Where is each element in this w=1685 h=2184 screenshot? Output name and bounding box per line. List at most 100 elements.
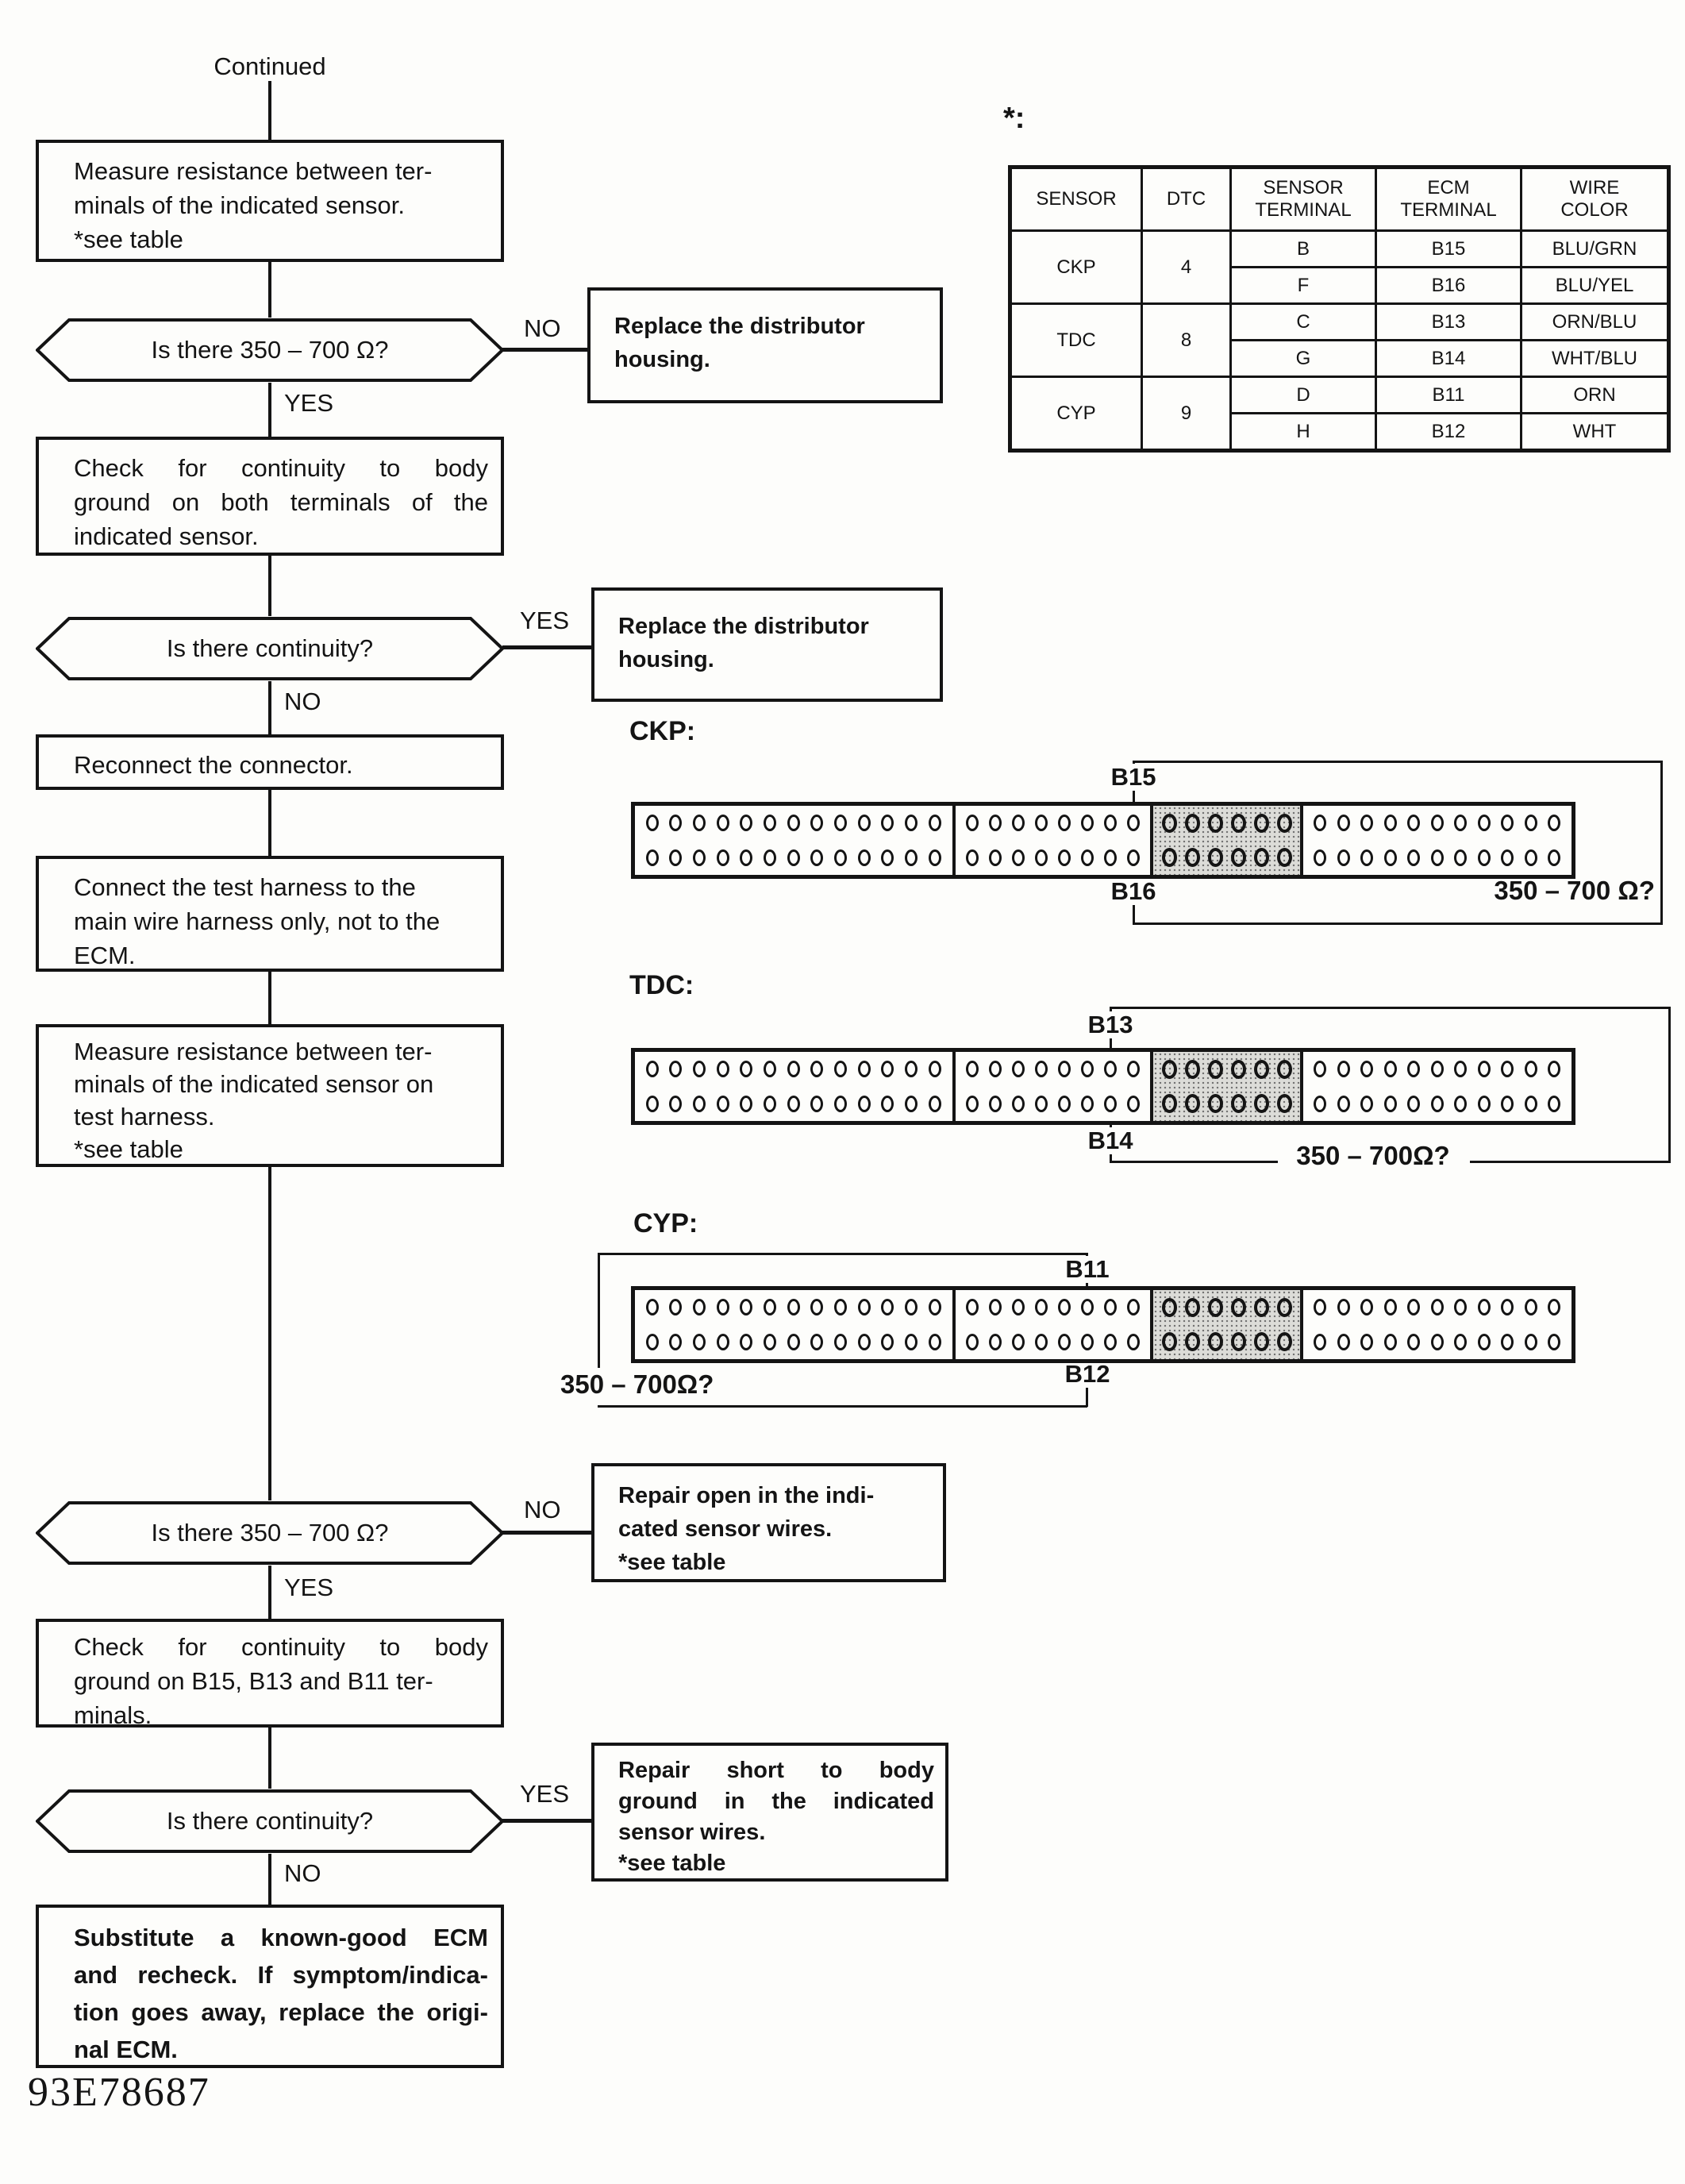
terminal-pin: [1184, 1297, 1200, 1317]
connector-title-tdc: TDC:: [629, 970, 694, 1000]
terminal-pin: [1430, 1333, 1444, 1350]
action-text-line: ground in the indicated: [618, 1789, 934, 1814]
terminal-pin: [645, 815, 659, 832]
terminal-pin: [1548, 1095, 1561, 1112]
cell-dtc: 4: [1141, 229, 1232, 305]
action-text-line: Replace the distributor: [614, 314, 865, 339]
terminal-pin: [1360, 815, 1374, 832]
ecm-connector-cyp: [631, 1286, 1575, 1363]
terminal-pin: [1383, 1299, 1397, 1316]
terminal-pin: [1360, 1061, 1374, 1078]
no-label-3: NO: [524, 1496, 561, 1523]
terminal-pin: [740, 1095, 753, 1112]
terminal-pin: [857, 1333, 871, 1350]
terminal-pin: [1360, 1299, 1374, 1316]
pin-row: [956, 1087, 1151, 1122]
terminal-pin: [787, 1095, 800, 1112]
action-repair-open: Repair open in the indi- cated sensor wi…: [591, 1463, 946, 1582]
terminal-pin: [1501, 849, 1514, 866]
terminal-pin: [1548, 1061, 1561, 1078]
terminal-pin: [1430, 815, 1444, 832]
terminal-pin: [1276, 1297, 1292, 1317]
terminal-pin: [1127, 1061, 1141, 1078]
terminal-pin: [1337, 1299, 1350, 1316]
flow-line: [268, 262, 271, 318]
ohm-question-cyp: 350 – 700Ω?: [560, 1369, 714, 1399]
pin-row: [635, 841, 952, 876]
terminal-pin: [1081, 1299, 1094, 1316]
cell-sensor: CYP: [1009, 376, 1143, 452]
action-text-line: housing.: [618, 647, 714, 672]
step-measure-sensor-resistance: Measure resistance between ter- minals o…: [36, 140, 504, 262]
terminal-pin: [645, 849, 659, 866]
flow-line: [268, 81, 271, 140]
terminal-pin: [988, 815, 1002, 832]
terminal-pin: [1314, 1333, 1327, 1350]
terminal-pin: [1314, 1299, 1327, 1316]
terminal-pin: [740, 1061, 753, 1078]
measure-bracket-line: [1110, 1161, 1278, 1163]
terminal-pin: [1058, 1333, 1071, 1350]
terminal-pin: [1104, 1061, 1118, 1078]
terminal-pin: [669, 1333, 683, 1350]
action-text-line: sensor wires.: [618, 1820, 766, 1845]
table-row: F B16 BLU/YEL: [1010, 266, 1670, 305]
cell-dtc: 9: [1141, 376, 1232, 452]
terminal-pin: [1253, 1297, 1269, 1317]
terminal-pin: [810, 815, 824, 832]
terminal-pin: [1501, 1299, 1514, 1316]
table-note-asterisk: *:: [1003, 102, 1025, 135]
pin-riser-line: [1133, 761, 1135, 824]
terminal-pin: [645, 1333, 659, 1350]
cell-sensor-terminal: F: [1229, 266, 1377, 305]
measure-bracket-line: [1110, 1007, 1671, 1009]
terminal-pin: [1253, 1059, 1269, 1079]
cell-ecm-terminal: B13: [1375, 302, 1522, 341]
terminal-pin: [1548, 815, 1561, 832]
terminal-pin: [1081, 849, 1094, 866]
terminal-pin: [1034, 1299, 1048, 1316]
pin-row: [1153, 806, 1299, 841]
ecm-connector-tdc: [631, 1048, 1575, 1125]
terminal-pin: [1127, 1333, 1141, 1350]
cell-wire-color: ORN/BLU: [1520, 302, 1670, 341]
terminal-pin: [1253, 813, 1269, 833]
terminal-pin: [669, 815, 683, 832]
terminal-pin: [857, 1061, 871, 1078]
decision-resistance-2: Is there 350 – 700 Ω?: [36, 1500, 504, 1566]
terminal-pin: [1430, 1095, 1444, 1112]
pin-row: [635, 806, 952, 841]
terminal-pin: [1034, 1333, 1048, 1350]
pin-row: [1303, 1325, 1572, 1360]
pin-row: [956, 806, 1151, 841]
action-text-line: Replace the distributor: [618, 614, 869, 639]
terminal-pin: [905, 1061, 918, 1078]
table-row: H B12 WHT: [1010, 412, 1670, 452]
branch-line-yes-2: [502, 1819, 591, 1823]
terminal-pin: [1184, 1059, 1200, 1079]
terminal-pin: [834, 1299, 848, 1316]
pin-row: [956, 1290, 1151, 1325]
hexagon-outline: [36, 318, 504, 382]
terminal-pin: [669, 849, 683, 866]
terminal-pin: [1058, 849, 1071, 866]
pin-row: [1303, 1290, 1572, 1325]
terminal-pin: [1314, 815, 1327, 832]
continued-label: Continued: [214, 52, 326, 80]
terminal-pin: [1430, 1061, 1444, 1078]
branch-line-no-1: [502, 348, 587, 352]
terminal-pin: [645, 1095, 659, 1112]
step-text-line: Check for continuity to body: [74, 1633, 488, 1661]
terminal-pin: [810, 849, 824, 866]
terminal-pin: [1383, 1061, 1397, 1078]
terminal-pin: [1011, 1299, 1025, 1316]
action-text-line: Repair short to body: [618, 1758, 934, 1783]
terminal-pin: [1230, 848, 1246, 868]
terminal-pin: [645, 1299, 659, 1316]
measure-bracket-line: [1133, 761, 1663, 763]
terminal-pin: [1337, 815, 1350, 832]
pin-row: [1153, 1087, 1299, 1122]
terminal-pin: [965, 1333, 979, 1350]
pin-row: [1303, 841, 1572, 876]
